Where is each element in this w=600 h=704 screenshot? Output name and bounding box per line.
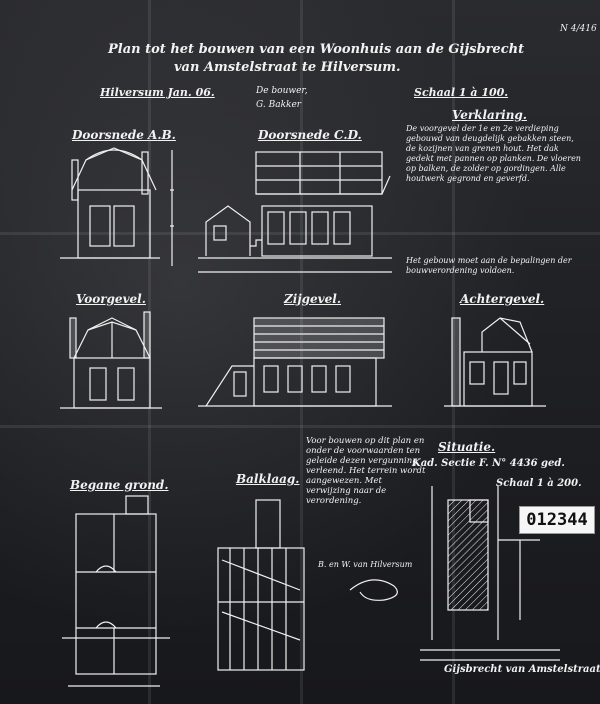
label-front: Voorgevel. <box>76 292 146 306</box>
situation-plan <box>420 486 560 661</box>
place-date: Hilversum Jan. 06. <box>100 86 215 99</box>
rear-elevation-drawing <box>444 317 546 407</box>
label-beam-layer: Balklaag. <box>236 472 300 486</box>
page-title-line2: van Amstelstraat te Hilversum. <box>174 60 401 75</box>
side-elevation-drawing <box>198 317 392 407</box>
situation-cadastre: Kad. Sectie F. N° 4436 ged. <box>412 458 565 469</box>
label-section-cd: Doorsnede C.D. <box>258 128 362 142</box>
archive-stamp: 012344 <box>519 506 595 534</box>
signature-label: De bouwer, <box>256 86 308 96</box>
label-side: Zijgevel. <box>284 292 342 306</box>
fold-line <box>0 425 600 428</box>
explanation-note: Het gebouw moet aan de bepalingen der bo… <box>406 256 572 275</box>
front-elevation-drawing <box>60 311 162 409</box>
section-cd-drawing <box>198 151 392 273</box>
approval-signature: B. en W. van Hilversum <box>318 560 413 569</box>
scale-label: Schaal 1 à 100. <box>414 86 509 99</box>
signature-name: G. Bakker <box>256 100 302 110</box>
label-ground-floor: Begane grond. <box>70 478 169 492</box>
sheet-number: N 4/416 <box>560 24 597 34</box>
beam-layer-plan <box>217 499 305 671</box>
page-title: Plan tot het bouwen van een Woonhuis aan… <box>108 42 525 57</box>
label-section-ab: Doorsnede A.B. <box>72 128 176 142</box>
section-ab-drawing <box>60 147 174 266</box>
fold-line <box>0 232 600 235</box>
approval-flourish <box>349 579 398 601</box>
ground-floor-plan <box>62 495 170 687</box>
explanation-title: Verklaring. <box>452 108 527 122</box>
situation-title: Situatie. <box>438 440 496 454</box>
explanation-text: De voorgevel der 1e en 2e verdieping geb… <box>406 124 581 183</box>
approval-text: Voor bouwen op dit plan en onder de voor… <box>306 436 426 506</box>
label-rear: Achtergevel. <box>460 292 545 306</box>
situation-scale: Schaal 1 à 200. <box>496 478 582 489</box>
fold-line <box>300 0 303 704</box>
street-name: Gijsbrecht van Amstelstraat. <box>444 664 600 675</box>
fold-line <box>452 0 455 704</box>
